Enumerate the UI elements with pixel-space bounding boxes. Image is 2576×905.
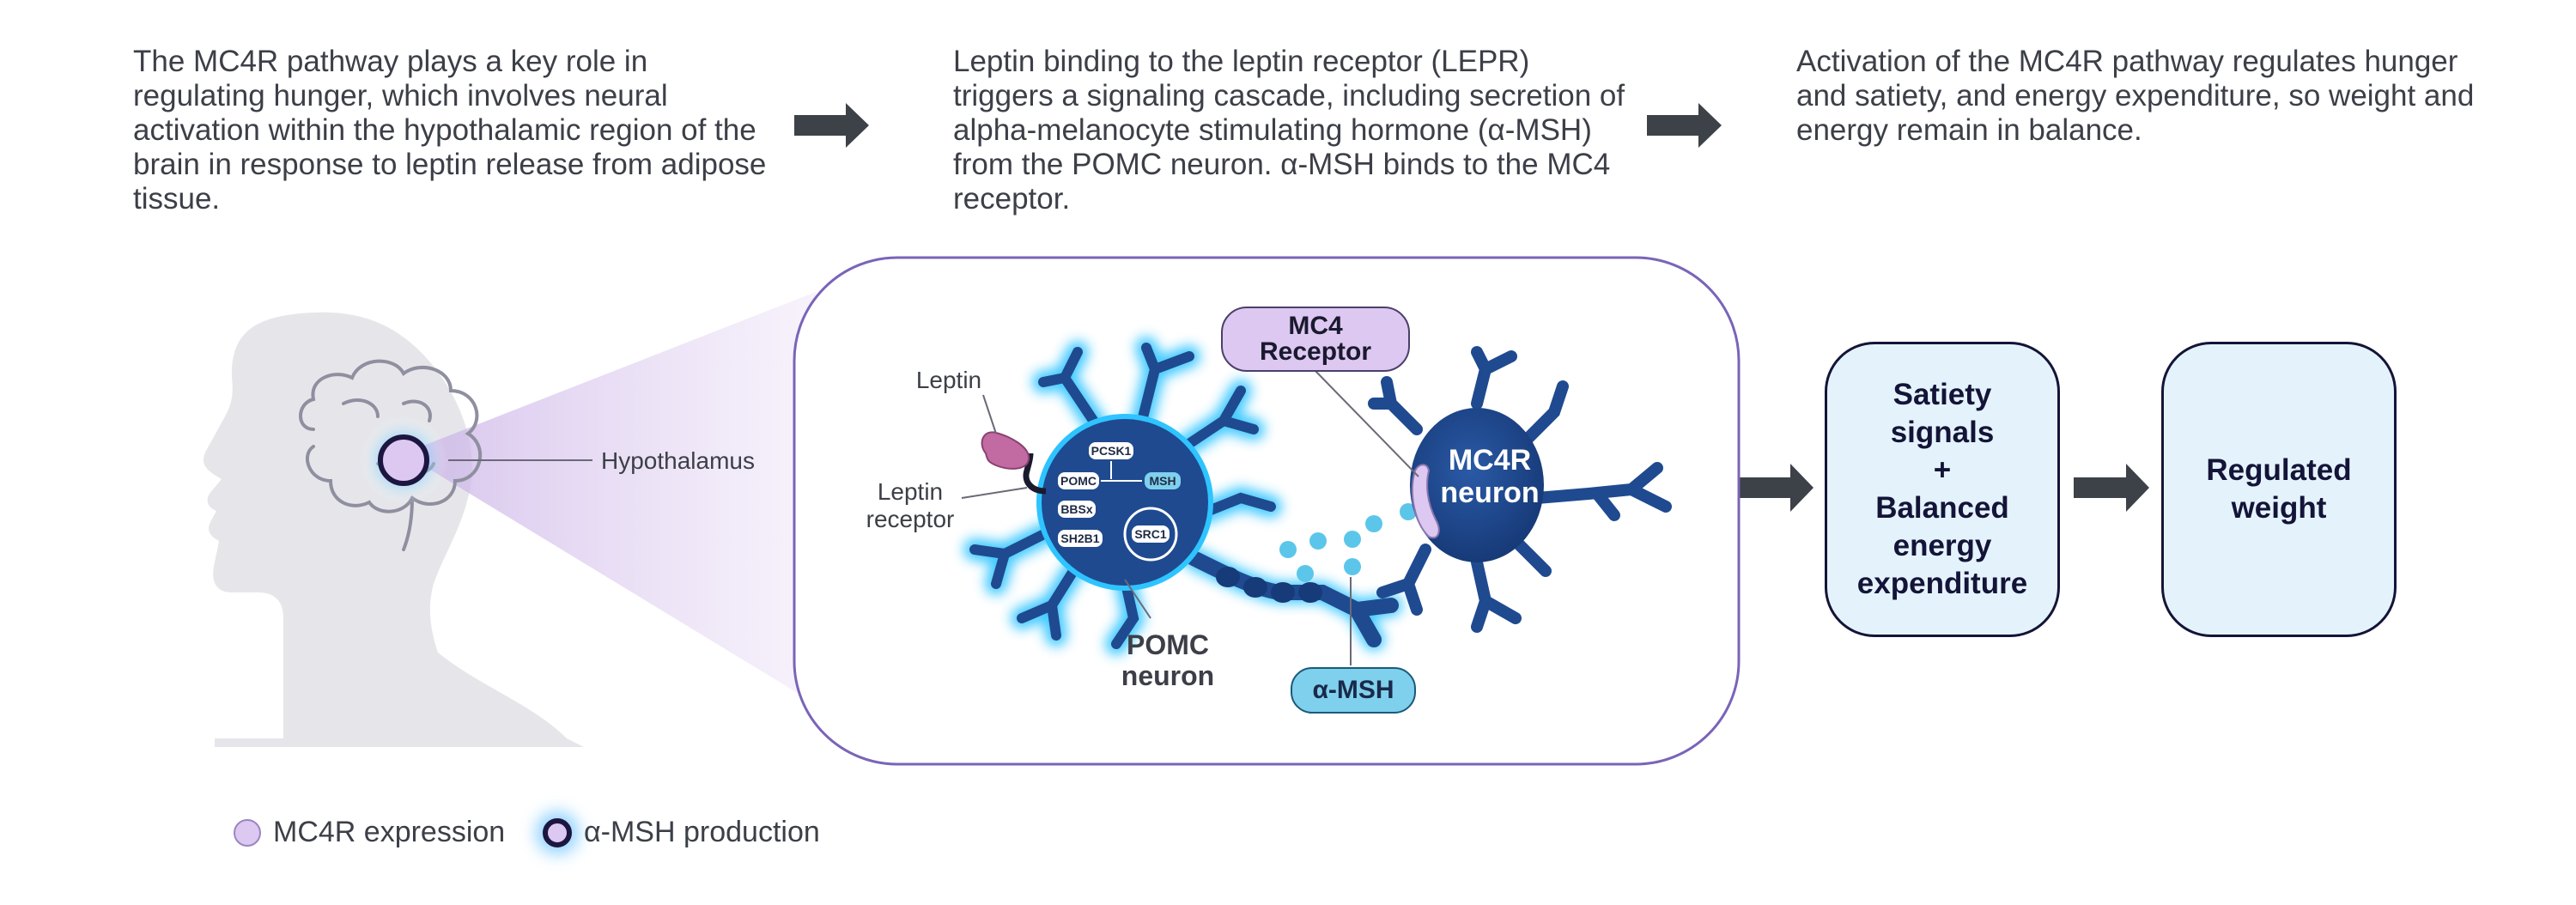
pomc-neuron-label-1: POMC xyxy=(1127,629,1209,660)
gene-pomc: POMC xyxy=(1060,474,1097,488)
legend-amsh-production: α-MSH production xyxy=(543,816,820,849)
amsh-label: α-MSH xyxy=(1291,667,1416,714)
leptin-shape xyxy=(981,431,1030,470)
caption-step-2: Leptin binding to the leptin receptor (L… xyxy=(953,45,1625,216)
leptin-label: Leptin xyxy=(916,367,981,393)
gene-bbsx: BBSx xyxy=(1060,502,1093,516)
gene-src1: SRC1 xyxy=(1134,527,1167,541)
caption-step-1: The MC4R pathway plays a key role in reg… xyxy=(133,45,767,216)
satiety-line-1: Satiety xyxy=(1893,378,1992,411)
pomc-leader-line xyxy=(1124,579,1151,619)
pomc-neuron-label-2: neuron xyxy=(1121,660,1214,691)
weight-line-2: weight xyxy=(2231,491,2327,525)
gene-pcsk1: PCSK1 xyxy=(1091,444,1132,458)
mc4-receptor-leader-line xyxy=(1313,368,1419,477)
arrow-icon xyxy=(2074,464,2149,512)
weight-line-1: Regulated xyxy=(2206,453,2352,487)
amsh-particles xyxy=(1279,503,1417,582)
legend-mc4r-swatch xyxy=(234,818,261,847)
leptin-receptor-shape xyxy=(1023,452,1047,495)
energy-line-2: energy xyxy=(1893,529,1992,562)
mc4r-neuron: MC4R neuron xyxy=(1368,346,1672,633)
zoom-cone xyxy=(404,292,816,704)
arrow-icon xyxy=(1647,103,1722,148)
leptin-leader-line xyxy=(982,394,997,434)
mc4r-neuron-label-2: neuron xyxy=(1440,477,1539,509)
gene-labels: PCSK1 POMC MSH BBSx SRC1 SH2B1 xyxy=(1058,442,1181,547)
mc4-receptor-label-1: MC4 xyxy=(1288,312,1343,340)
weight-outcome-box: Regulated weight xyxy=(2161,342,2397,637)
gene-msh: MSH xyxy=(1149,474,1176,488)
satiety-line-2: signals xyxy=(1890,416,1995,449)
mc4-receptor-label: MC4 Receptor xyxy=(1221,307,1410,372)
legend-mc4r-expression: MC4R expression xyxy=(234,816,505,849)
legend-mc4r-label: MC4R expression xyxy=(273,816,506,848)
leptin-receptor-label-2: receptor xyxy=(866,506,955,532)
leptin-receptor-label-1: Leptin xyxy=(878,478,943,505)
mc4-receptor-shape xyxy=(1411,464,1440,539)
mc4r-neuron-label-1: MC4R xyxy=(1449,444,1531,477)
energy-line-3: expenditure xyxy=(1856,567,2028,600)
arrow-icon xyxy=(794,103,869,148)
gene-sh2b1: SH2B1 xyxy=(1060,531,1099,545)
head-silhouette xyxy=(203,312,584,747)
hypothalamus-label: Hypothalamus xyxy=(601,447,755,474)
nucleus xyxy=(1123,507,1178,562)
mc4-receptor-label-2: Receptor xyxy=(1259,337,1372,366)
caption-step-3: Activation of the MC4R pathway regulates… xyxy=(1796,45,2475,147)
satiety-outcome-box: Satiety signals + Balanced energy expend… xyxy=(1825,342,2060,637)
leptin-receptor-leader-line xyxy=(961,487,1028,499)
legend-amsh-swatch xyxy=(543,817,572,847)
legend-amsh-label: α-MSH production xyxy=(584,816,820,848)
hypothalamus-marker xyxy=(378,434,429,486)
arrow-icon xyxy=(1736,464,1814,512)
energy-line-1: Balanced xyxy=(1875,491,2009,525)
plus-sign: + xyxy=(1933,453,1952,487)
